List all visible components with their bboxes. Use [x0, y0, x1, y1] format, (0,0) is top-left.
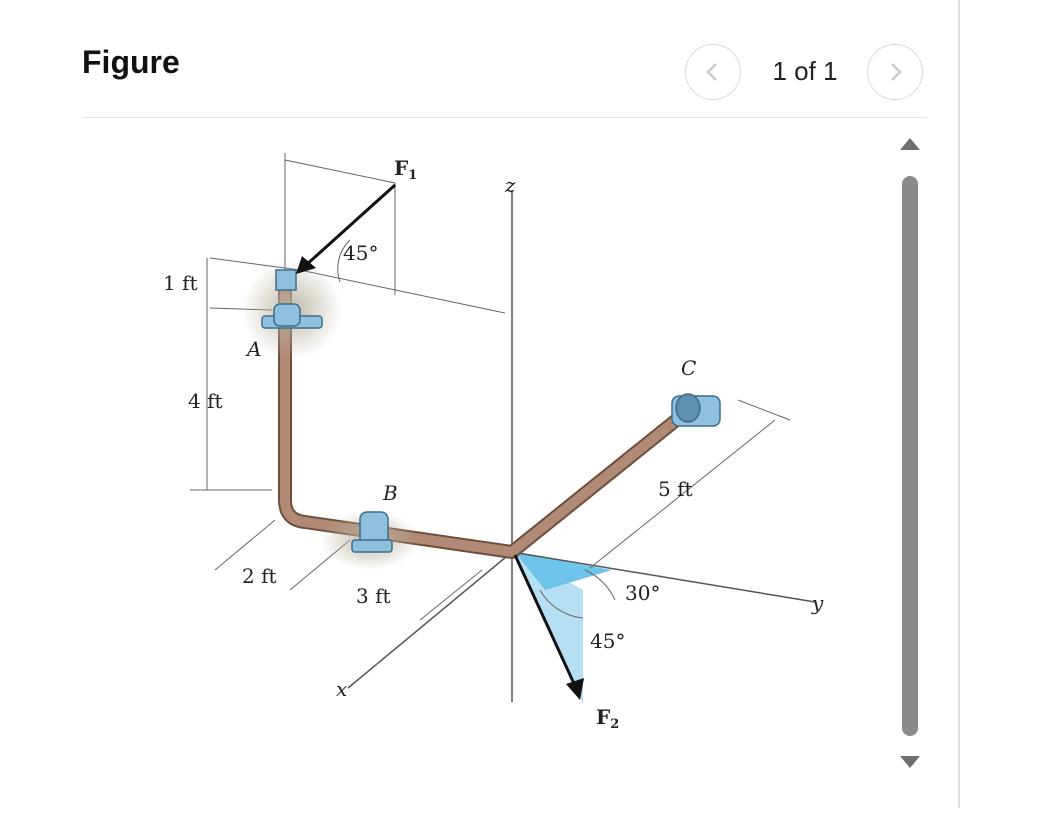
pager-label: 1 of 1 [772, 56, 838, 86]
f1-angle-label: 45° [343, 241, 378, 265]
angle-30-label: 30° [625, 581, 660, 605]
f2-plane-top [515, 552, 612, 590]
next-figure-button[interactable] [867, 44, 923, 100]
panel-right-border [958, 0, 960, 808]
chevron-left-icon [706, 63, 717, 81]
figure-image: F1 F2 45° 30° 45° 1 ft 4 ft 2 ft 3 ft 5 … [140, 140, 860, 780]
scrollbar-thumb[interactable] [902, 176, 918, 736]
vertical-scrollbar[interactable] [896, 132, 926, 782]
point-a-label: A [245, 337, 261, 361]
f1-label: F1 [394, 156, 417, 183]
dim-1ft-label: 1 ft [163, 271, 198, 295]
y-axis-line [511, 551, 816, 603]
point-c-label: C [681, 356, 696, 380]
z-axis-label: z [504, 173, 516, 197]
force-f1-arrow [296, 183, 397, 274]
previous-figure-button[interactable] [685, 44, 741, 100]
figure-panel: Figure 1 of 1 [82, 44, 927, 782]
x-axis-line [347, 551, 513, 689]
point-b-label: B [382, 481, 398, 505]
bearing-a [261, 303, 323, 329]
page-title: Figure [82, 44, 180, 80]
pipe-diagram: F1 F2 45° 30° 45° 1 ft 4 ft 2 ft 3 ft 5 … [163, 153, 824, 732]
angle-45-label: 45° [590, 629, 625, 653]
bearing-c [671, 393, 721, 427]
y-axis-label: y [811, 591, 824, 615]
bearing-b [351, 511, 393, 553]
x-axis-label: x [336, 677, 347, 701]
pipe-cap [275, 269, 297, 291]
dim-2ft-label: 2 ft [242, 564, 277, 588]
dim-4ft-label: 4 ft [188, 389, 223, 413]
chevron-right-icon [891, 63, 902, 81]
f2-label: F2 [596, 705, 619, 732]
triangle-up-icon[interactable] [898, 134, 922, 154]
dim-5ft-label: 5 ft [658, 477, 693, 501]
header-divider [82, 117, 927, 118]
pipe [278, 280, 700, 559]
force-f2-arrow [513, 554, 584, 700]
dim-3ft-label: 3 ft [356, 584, 391, 608]
triangle-down-icon[interactable] [898, 752, 922, 772]
